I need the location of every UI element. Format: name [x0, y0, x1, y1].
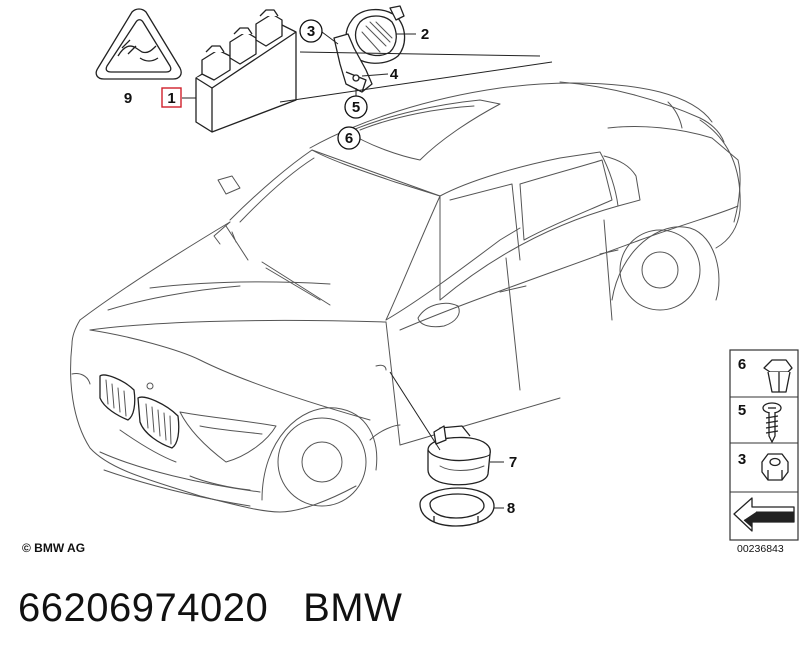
legend-row-5: 5	[738, 402, 782, 443]
svg-text:2: 2	[421, 26, 429, 43]
callout-3: 3	[299, 19, 323, 43]
sensor-part	[427, 425, 491, 486]
callout-4: 4	[390, 66, 399, 83]
callout-6: 6	[337, 126, 361, 150]
drawing-number: 00236843	[737, 543, 784, 555]
warning-triangle-part	[95, 8, 182, 80]
brand-name: BMW	[303, 586, 403, 630]
control-unit-part	[195, 9, 297, 133]
svg-text:1: 1	[167, 90, 175, 107]
svg-text:9: 9	[124, 90, 132, 107]
copyright-text: © BMW AG	[22, 541, 86, 555]
legend-row-3: 3	[738, 451, 789, 481]
leader-lines	[182, 31, 553, 509]
arrow-icon	[733, 497, 795, 532]
ring-part	[419, 487, 495, 527]
svg-text:6: 6	[345, 130, 353, 147]
svg-text:4: 4	[390, 66, 399, 83]
svg-text:3: 3	[307, 23, 315, 40]
part-number: 66206974020	[18, 586, 269, 630]
svg-text:6: 6	[738, 356, 746, 373]
svg-text:5: 5	[738, 402, 746, 419]
callout-5: 5	[344, 95, 368, 119]
svg-text:8: 8	[507, 500, 515, 517]
fastener-legend: 6 5 3	[729, 349, 799, 541]
svg-text:5: 5	[352, 99, 360, 116]
hex-nut-icon	[761, 453, 789, 481]
part-number-footer: 66206974020 BMW	[18, 586, 402, 631]
horn-part	[345, 5, 406, 64]
callout-2: 2	[421, 26, 429, 43]
callout-7: 7	[509, 454, 517, 471]
screw-icon	[762, 402, 782, 443]
svg-text:3: 3	[738, 451, 746, 468]
callout-1: 1	[161, 87, 182, 108]
legend-row-6: 6	[738, 356, 793, 393]
svg-text:7: 7	[509, 454, 517, 471]
callout-9: 9	[124, 90, 132, 107]
bracket-part	[333, 33, 373, 93]
clip-nut-icon	[763, 359, 793, 393]
car-illustration	[70, 81, 741, 513]
callout-8: 8	[507, 500, 515, 517]
